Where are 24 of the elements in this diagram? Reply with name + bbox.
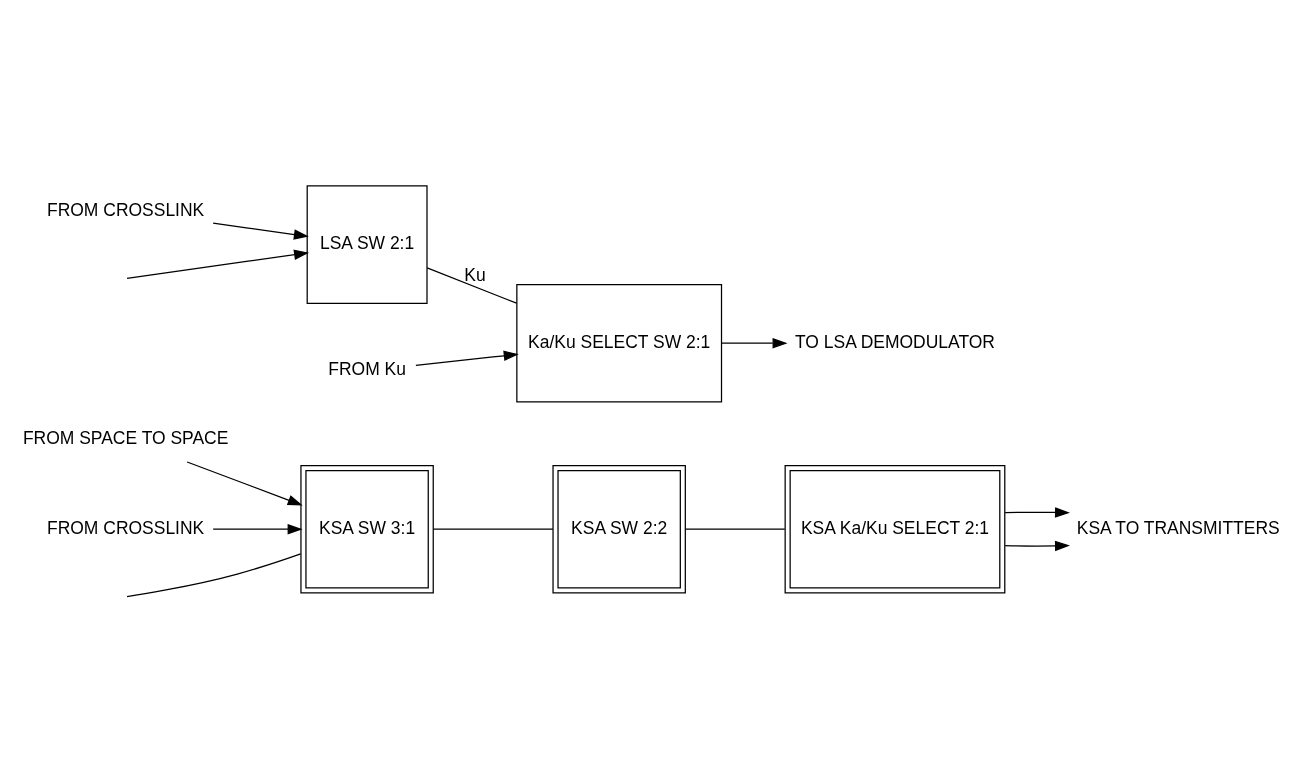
node-text: FROM Ku [328,359,406,380]
arrow [1004,540,1070,552]
node-text: FROM CROSSLINK [47,199,205,220]
node-box: KSA SW 2:2 [552,464,686,594]
arrow [721,337,788,349]
node-box: Ka/Ku SELECT SW 2:1 [516,283,723,403]
arrow [415,350,519,367]
node-box: KSA Ka/Ku SELECT 2:1 [784,464,1006,594]
connector [126,553,302,598]
node-text: FROM CROSSLINK [47,517,205,538]
connector [426,267,518,304]
edge-label: Ku [464,265,486,286]
node-box: KSA SW 3:1 [300,464,434,594]
node-text: FROM SPACE TO SPACE [22,427,229,448]
arrow [126,249,310,279]
node-box: LSA SW 2:1 [306,185,428,304]
node-text: KSA TO TRANSMITTERS [1076,517,1280,538]
arrow [212,523,303,535]
connector [684,528,786,530]
connector [432,528,554,530]
node-text: TO LSA DEMODULATOR [794,331,995,352]
arrow [212,222,309,240]
arrow [1004,507,1070,518]
arrow [186,461,303,506]
